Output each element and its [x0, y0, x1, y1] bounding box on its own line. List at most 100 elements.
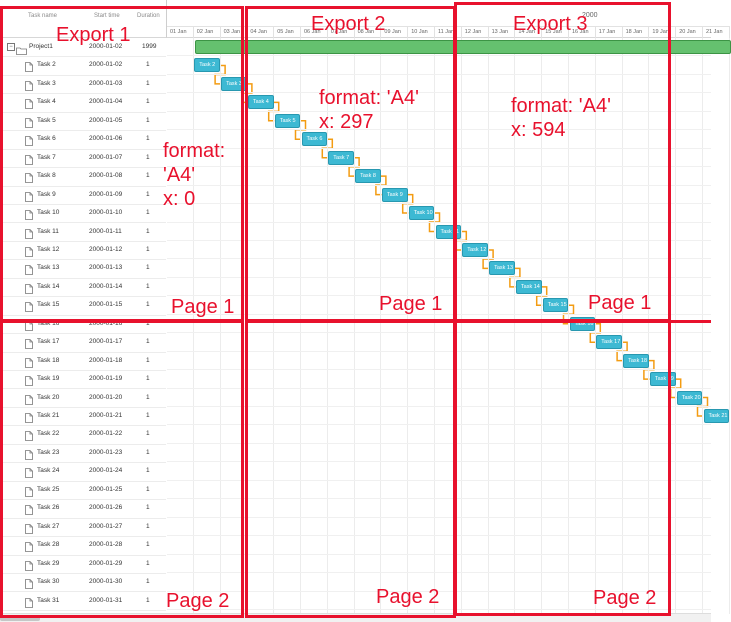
export3-page2-frame — [454, 320, 671, 616]
task-bar[interactable]: Task 10 — [408, 206, 435, 221]
task-start: 2000-01-24 — [89, 467, 123, 475]
task-bar[interactable]: Task 18 — [623, 353, 649, 368]
task-start: 2000-01-10 — [89, 209, 123, 217]
file-icon — [25, 428, 33, 442]
file-icon — [25, 539, 33, 553]
timeline-day-label: 04 Jan — [247, 27, 275, 38]
file-icon — [25, 170, 33, 184]
task-bar[interactable]: Task 7 — [328, 150, 355, 165]
file-icon — [25, 465, 33, 479]
file-icon — [25, 262, 33, 276]
task-name: Task 31 — [37, 596, 60, 604]
collapse-toggle-icon[interactable]: − — [7, 43, 15, 51]
timeline-row-line — [167, 442, 711, 444]
task-bar[interactable]: Task 8 — [355, 169, 381, 184]
task-start: 2000-01-20 — [89, 393, 123, 401]
task-bar[interactable]: Task 21 — [703, 409, 730, 423]
task-bar[interactable]: Task 6 — [301, 132, 328, 147]
task-start: 2000-01-25 — [89, 485, 123, 493]
project-bar[interactable] — [194, 40, 731, 54]
task-bar[interactable]: Task 13 — [489, 261, 515, 276]
task-bar[interactable]: Task 12 — [462, 242, 489, 257]
export2-title: Export 2 — [311, 13, 386, 35]
column-header-task-name[interactable]: Task name — [28, 13, 58, 19]
task-bar[interactable]: Task 9 — [381, 187, 408, 202]
task-duration: 1 — [146, 338, 150, 346]
task-name: Task 7 — [37, 153, 56, 161]
task-name: Task 18 — [37, 356, 60, 364]
project-start: 2000-01-02 — [89, 43, 123, 50]
task-duration: 1 — [146, 412, 150, 419]
task-name: Task 5 — [37, 116, 56, 124]
timeline-day-label: 14 Jan — [515, 27, 543, 38]
file-icon — [25, 410, 33, 423]
task-bar[interactable]: Task 2 — [194, 58, 221, 73]
file-icon — [25, 447, 33, 460]
task-bar[interactable]: Task 15 — [542, 298, 569, 313]
task-duration: 1 — [146, 393, 150, 401]
timeline-row-line — [167, 406, 711, 407]
timeline-row-line — [167, 258, 711, 260]
timeline-row-line — [167, 55, 711, 57]
file-icon — [25, 299, 33, 313]
task-bar[interactable]: Task 5 — [274, 113, 301, 128]
task-start: 2000-01-21 — [89, 412, 123, 419]
task-bar[interactable]: Task 4 — [247, 95, 274, 110]
task-bar[interactable]: Task 14 — [515, 279, 542, 294]
column-header-duration[interactable]: Duration — [137, 13, 160, 19]
task-name: Task 9 — [37, 190, 56, 198]
task-name: Task 8 — [37, 172, 56, 180]
export3-format-label: format: 'A4' x: 594 — [511, 95, 611, 141]
timeline-day-label: 01 Jan — [167, 27, 194, 38]
task-bar[interactable]: Task 17 — [596, 335, 623, 350]
task-start: 2000-01-03 — [89, 79, 123, 87]
grid-row-task[interactable]: Task 21 2000-01-21 1 — [0, 407, 166, 427]
timeline-row-line — [167, 387, 711, 389]
task-bar[interactable]: Task 3 — [221, 76, 247, 91]
export3-page1-label: Page 1 — [588, 292, 652, 314]
scrollbar-thumb[interactable] — [0, 615, 40, 621]
file-icon — [25, 207, 33, 220]
column-header-start-time[interactable]: Start time — [94, 13, 120, 19]
export2-page2-frame — [245, 320, 456, 618]
timeline-row-line — [167, 553, 711, 555]
timeline-gridline — [728, 38, 730, 614]
task-name: Task 21 — [37, 412, 60, 419]
task-name: Task 27 — [37, 522, 60, 530]
folder-icon — [16, 42, 27, 55]
task-bar[interactable]: Task 20 — [676, 390, 703, 405]
timeline-day-label: 02 Jan — [194, 27, 221, 38]
timeline-row-line — [167, 110, 711, 112]
task-start: 2000-01-08 — [89, 172, 123, 180]
timeline-gridline — [192, 38, 194, 614]
